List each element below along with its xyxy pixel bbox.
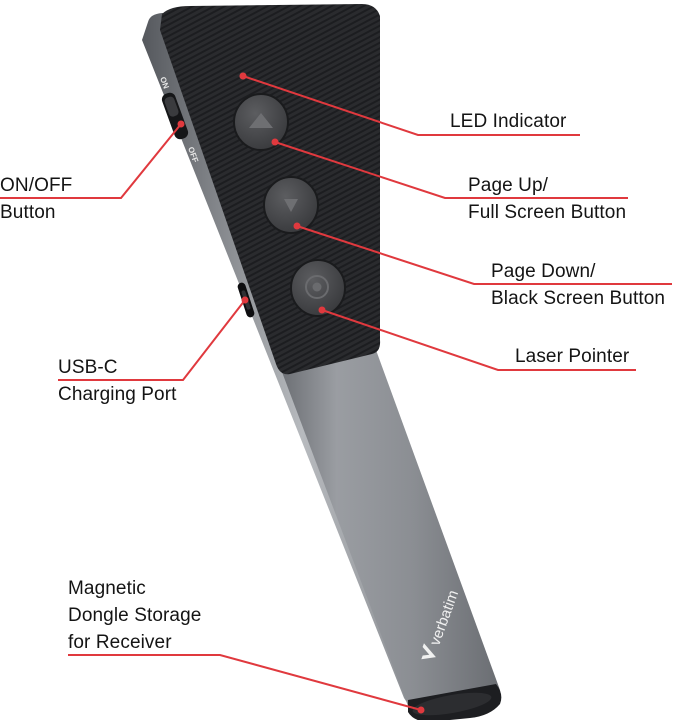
- callout-line-led: [242, 75, 580, 136]
- label-on-off: ON/OFF Button: [0, 175, 73, 223]
- label-page-down: Page Down/ Black Screen Button: [491, 261, 666, 309]
- callout-line-page-up: [274, 141, 628, 199]
- callout-line-on-off: [0, 123, 182, 199]
- callout-dots: [177, 72, 425, 714]
- callout-line-page-down: [296, 225, 672, 285]
- presenter-body: ON OFF verba: [142, 4, 502, 720]
- page-up-button[interactable]: [233, 93, 289, 151]
- label-dongle-storage: Magnetic Dongle Storage for Receiver: [68, 578, 202, 653]
- callout-lines: [0, 75, 672, 711]
- callout-line-usb-c: [58, 299, 246, 381]
- label-led-indicator: LED Indicator: [450, 111, 567, 132]
- laser-pointer-button[interactable]: [290, 259, 346, 317]
- callout-line-laser: [321, 309, 636, 371]
- page-down-button[interactable]: [263, 176, 319, 234]
- label-usb-c: USB-C Charging Port: [58, 357, 177, 405]
- switch-on-text: ON: [158, 76, 171, 91]
- label-page-up: Page Up/ Full Screen Button: [468, 175, 627, 223]
- label-laser-pointer: Laser Pointer: [515, 346, 630, 367]
- callout-line-dongle: [68, 654, 422, 711]
